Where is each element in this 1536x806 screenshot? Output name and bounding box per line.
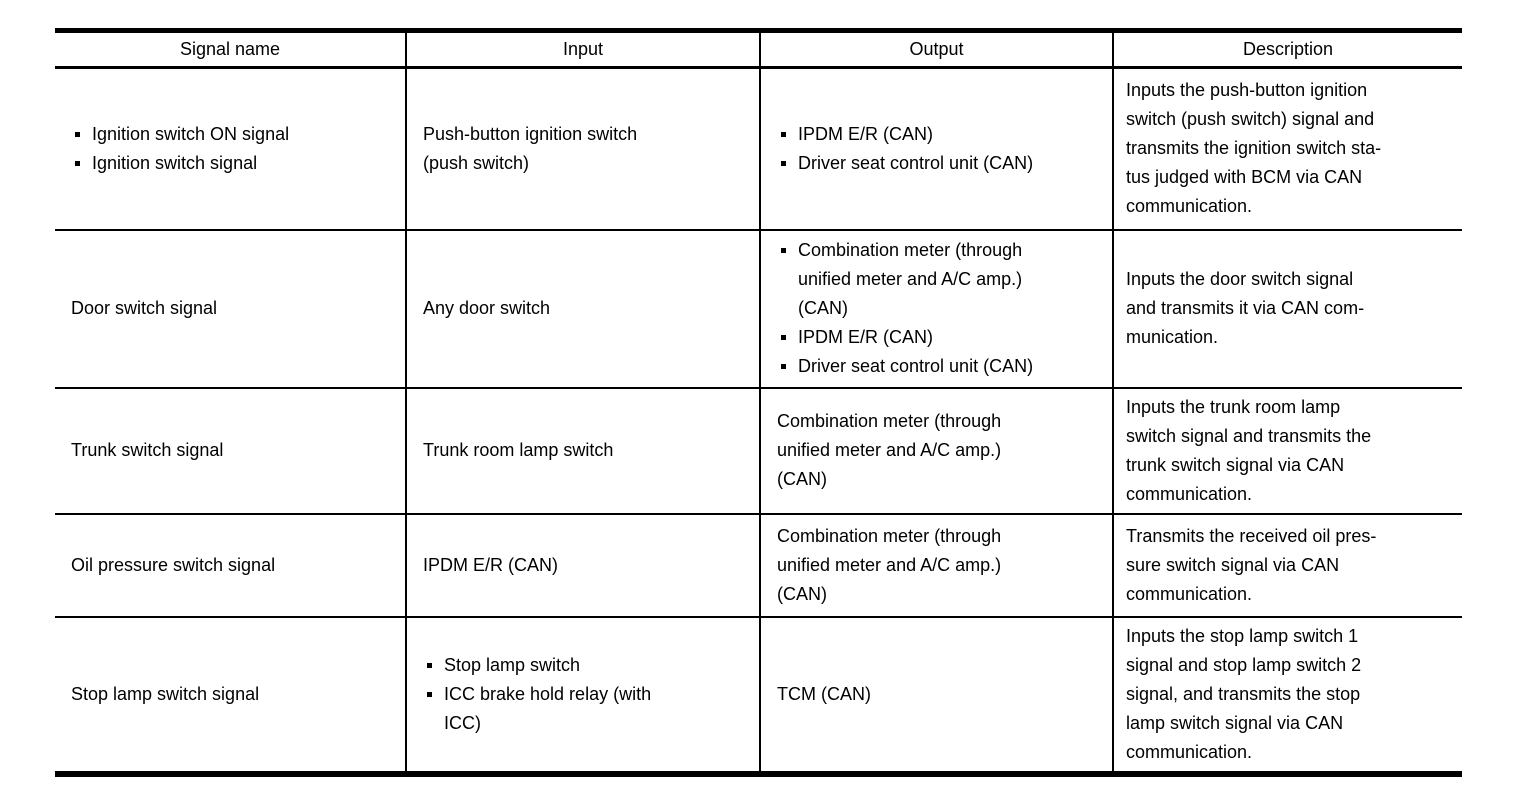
header-input: Input [405,30,760,69]
output-cell: TCM (CAN) [759,616,1113,774]
signal-name-cell: Trunk switch signal [55,387,406,515]
input-cell: Stop lamp switch ICC brake hold relay (w… [405,616,760,774]
table-row: Trunk switch signal Trunk room lamp swit… [55,387,1462,515]
input-cell: Push-button ignition switch (push switch… [405,67,760,231]
description-text: Inputs the trunk room lamp switch signal… [1126,396,1372,504]
list-item: IPDM E/R (CAN) [777,323,1102,352]
list-item-text: Driver seat control unit (CAN) [798,152,1034,173]
input-list: Stop lamp switch ICC brake hold relay (w… [423,651,749,738]
signals-table-container: Signal name Input Output Description Ign… [55,28,1462,777]
header-signal-name: Signal name [55,30,406,69]
description-cell: Inputs the stop lamp switch 1 signal and… [1112,616,1462,774]
output-text: TCM (CAN) [777,683,871,704]
input-cell: IPDM E/R (CAN) [405,513,760,618]
list-item-text: IPDM E/R (CAN) [798,327,933,347]
description-cell: Transmits the received oil pres- sure sw… [1112,513,1462,618]
signal-name-text: Trunk switch signal [71,440,224,460]
output-text: Combination meter (through unified meter… [777,411,1002,489]
list-item-text: ICC brake hold relay (with ICC) [444,683,652,733]
input-text: Trunk room lamp switch [423,440,614,460]
list-item: Driver seat control unit (CAN) [777,149,1102,178]
signal-name-text: Oil pressure switch signal [71,554,276,575]
output-list: Combination meter (through unified meter… [777,236,1102,381]
list-item-text: Combination meter (through unified meter… [798,240,1023,318]
table-row: Door switch signal Any door switch Combi… [55,229,1462,389]
table-row: Stop lamp switch signal Stop lamp switch… [55,616,1462,774]
list-item-text: Ignition switch ON signal [92,123,290,144]
list-item-text: Stop lamp switch [444,654,581,675]
signal-name-text: Stop lamp switch signal [71,683,260,704]
header-description: Description [1112,30,1462,69]
list-item: IPDM E/R (CAN) [777,120,1102,149]
input-text: Any door switch [423,298,551,318]
list-item-text: IPDM E/R (CAN) [798,123,933,144]
list-item: Driver seat control unit (CAN) [777,352,1102,381]
output-cell: Combination meter (through unified meter… [759,387,1113,515]
output-cell: IPDM E/R (CAN) Driver seat control unit … [759,67,1113,231]
table-row: Oil pressure switch signal IPDM E/R (CAN… [55,513,1462,618]
list-item: ICC brake hold relay (with ICC) [423,680,749,738]
input-text: IPDM E/R (CAN) [423,554,558,575]
list-item-text: Ignition switch signal [92,152,258,173]
output-cell: Combination meter (through unified meter… [759,229,1113,389]
signal-name-cell: Ignition switch ON signal Ignition switc… [55,67,406,231]
signal-name-cell: Stop lamp switch signal [55,617,406,774]
list-item-text: Driver seat control unit (CAN) [798,356,1034,376]
list-item: Ignition switch ON signal [71,120,395,149]
description-text: Transmits the received oil pres- sure sw… [1126,525,1377,604]
list-item: Ignition switch signal [71,149,395,178]
input-cell: Trunk room lamp switch [405,387,760,515]
header-output: Output [759,30,1113,69]
list-item: Stop lamp switch [423,651,749,680]
table-row: Ignition switch ON signal Ignition switc… [55,67,1462,231]
description-text: Inputs the stop lamp switch 1 signal and… [1126,625,1362,762]
description-text: Inputs the push-button ignition switch (… [1126,80,1382,217]
description-cell: Inputs the push-button ignition switch (… [1112,67,1462,231]
output-text: Combination meter (through unified meter… [777,525,1002,604]
output-list: IPDM E/R (CAN) Driver seat control unit … [777,120,1102,178]
description-cell: Inputs the trunk room lamp switch signal… [1112,387,1462,515]
signal-name-text: Door switch signal [71,298,218,318]
signal-name-cell: Door switch signal [55,229,406,389]
table-header-row: Signal name Input Output Description [55,30,1462,69]
signal-name-cell: Oil pressure switch signal [55,513,406,618]
list-item: Combination meter (through unified meter… [777,236,1102,323]
signal-name-list: Ignition switch ON signal Ignition switc… [71,120,395,178]
input-cell: Any door switch [405,229,760,389]
input-text: Push-button ignition switch (push switch… [423,123,638,173]
signals-table: Signal name Input Output Description Ign… [55,28,1462,777]
output-cell: Combination meter (through unified meter… [759,513,1113,618]
description-cell: Inputs the door switch signal and transm… [1112,229,1462,389]
description-text: Inputs the door switch signal and transm… [1126,269,1365,347]
